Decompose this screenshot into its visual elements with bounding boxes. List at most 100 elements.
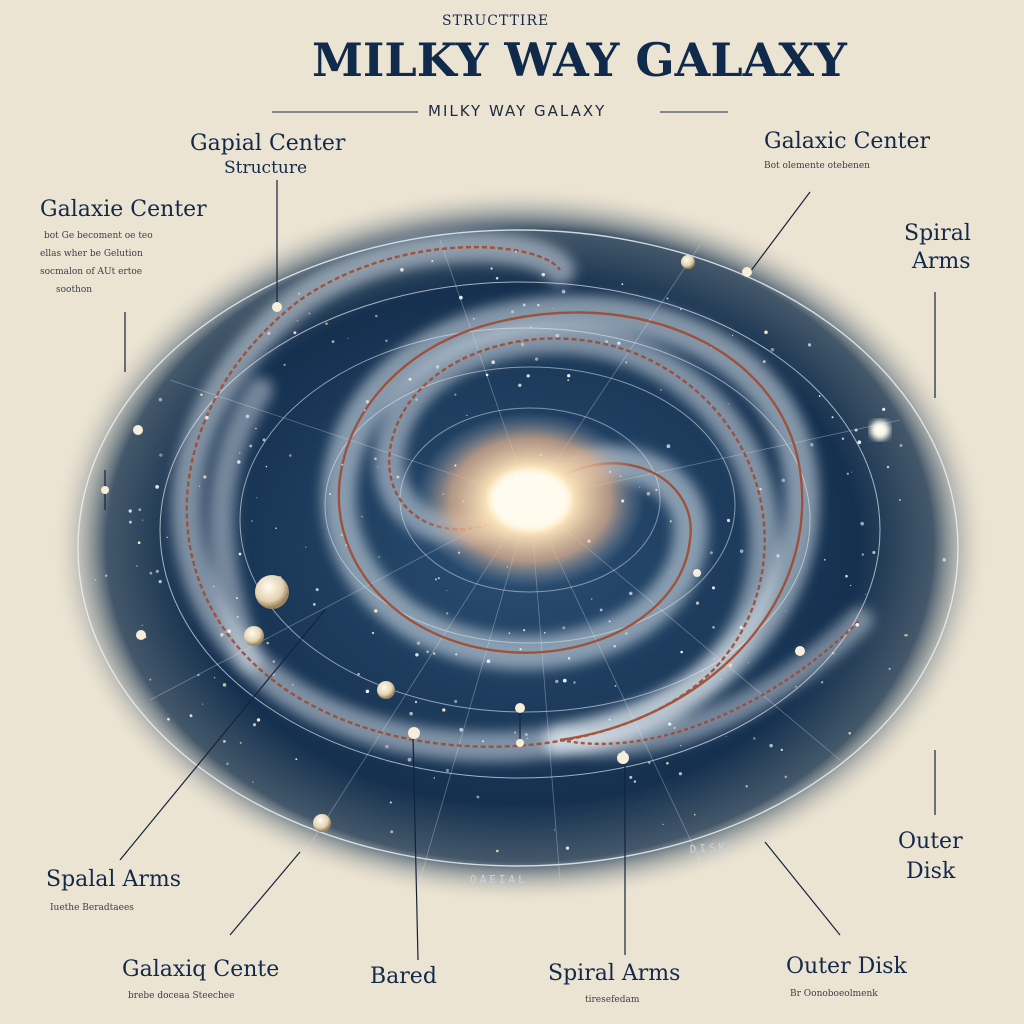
star bbox=[666, 762, 669, 765]
star bbox=[491, 360, 495, 364]
star bbox=[482, 740, 484, 742]
ring-label-cenal: OAEIAL bbox=[470, 873, 528, 886]
star bbox=[832, 416, 834, 418]
star bbox=[497, 487, 498, 488]
label-bottom-1-title: Galaxiq Cente bbox=[122, 958, 279, 981]
star bbox=[458, 552, 460, 554]
label-right-upper-title-1: Spiral bbox=[904, 222, 971, 245]
star bbox=[463, 500, 465, 502]
star bbox=[609, 719, 611, 721]
star bbox=[740, 550, 743, 553]
star bbox=[726, 736, 727, 737]
star bbox=[680, 651, 683, 654]
label-upper-left-caption-3: socmalon of AUt ertoe bbox=[40, 268, 142, 277]
star bbox=[845, 575, 848, 578]
label-left-lower-caption: Iuethe Beradtaees bbox=[50, 904, 134, 913]
star bbox=[442, 493, 444, 495]
star bbox=[740, 626, 743, 629]
star bbox=[523, 629, 525, 631]
label-bottom-3-title: Spiral Arms bbox=[548, 962, 680, 985]
star bbox=[574, 457, 575, 458]
star bbox=[378, 556, 379, 557]
star bbox=[519, 648, 521, 650]
star bbox=[149, 679, 151, 681]
star bbox=[728, 403, 729, 404]
star bbox=[900, 444, 903, 447]
star bbox=[390, 830, 393, 833]
star bbox=[544, 632, 546, 634]
star bbox=[587, 539, 590, 542]
star bbox=[385, 340, 387, 342]
star bbox=[361, 516, 362, 517]
star bbox=[899, 499, 901, 501]
star bbox=[680, 308, 682, 310]
star bbox=[625, 361, 627, 363]
star bbox=[455, 653, 457, 655]
star bbox=[887, 466, 890, 469]
star bbox=[159, 580, 162, 583]
star bbox=[781, 749, 783, 751]
star bbox=[573, 681, 575, 683]
star bbox=[857, 440, 861, 444]
star bbox=[786, 611, 787, 612]
star bbox=[694, 814, 696, 816]
star bbox=[366, 690, 369, 693]
star bbox=[200, 394, 202, 396]
ring-label-disk: DISK bbox=[689, 840, 728, 856]
star-cluster-orb bbox=[244, 626, 264, 646]
star bbox=[609, 620, 611, 622]
star bbox=[257, 718, 260, 721]
star-cluster-orb bbox=[681, 255, 695, 269]
star bbox=[136, 565, 138, 567]
star bbox=[889, 668, 891, 670]
star bbox=[667, 444, 671, 448]
star bbox=[408, 758, 412, 762]
star bbox=[629, 776, 632, 779]
star bbox=[568, 657, 570, 659]
star bbox=[436, 365, 440, 369]
star bbox=[167, 537, 168, 538]
star bbox=[237, 460, 241, 464]
star bbox=[540, 454, 543, 457]
star bbox=[366, 400, 369, 403]
star bbox=[942, 558, 946, 562]
star bbox=[680, 745, 681, 746]
label-upper-left-caption-1: bot Ge becoment oe teo bbox=[44, 232, 153, 241]
star bbox=[617, 342, 620, 345]
star bbox=[905, 634, 907, 636]
star bbox=[223, 683, 227, 687]
star bbox=[563, 679, 567, 683]
star bbox=[620, 475, 622, 477]
star bbox=[203, 475, 206, 478]
star bbox=[832, 652, 835, 655]
star bbox=[357, 673, 359, 675]
star bbox=[525, 733, 528, 736]
star bbox=[713, 658, 715, 660]
star bbox=[496, 277, 499, 280]
star bbox=[305, 546, 306, 547]
star bbox=[848, 732, 851, 735]
star bbox=[562, 290, 566, 294]
star bbox=[246, 415, 249, 418]
star bbox=[400, 268, 404, 272]
star bbox=[297, 320, 298, 321]
star bbox=[523, 304, 526, 307]
star bbox=[712, 586, 715, 589]
star bbox=[377, 466, 378, 467]
label-bottom-1-caption: brebe doceaa Steechee bbox=[128, 992, 234, 1001]
star bbox=[396, 476, 399, 479]
star bbox=[298, 293, 300, 295]
star bbox=[156, 570, 159, 573]
label-upper-left-caption-4: soothon bbox=[56, 286, 92, 295]
star bbox=[251, 520, 253, 522]
star bbox=[702, 670, 703, 671]
label-bottom-2-title: Bared bbox=[370, 965, 437, 988]
star bbox=[673, 727, 676, 730]
star bbox=[696, 601, 699, 604]
star bbox=[167, 718, 170, 721]
star bbox=[605, 340, 608, 343]
star bbox=[150, 572, 153, 575]
label-bottom-4-caption: Br Oonoboeolmenk bbox=[790, 990, 878, 999]
star bbox=[240, 742, 242, 744]
